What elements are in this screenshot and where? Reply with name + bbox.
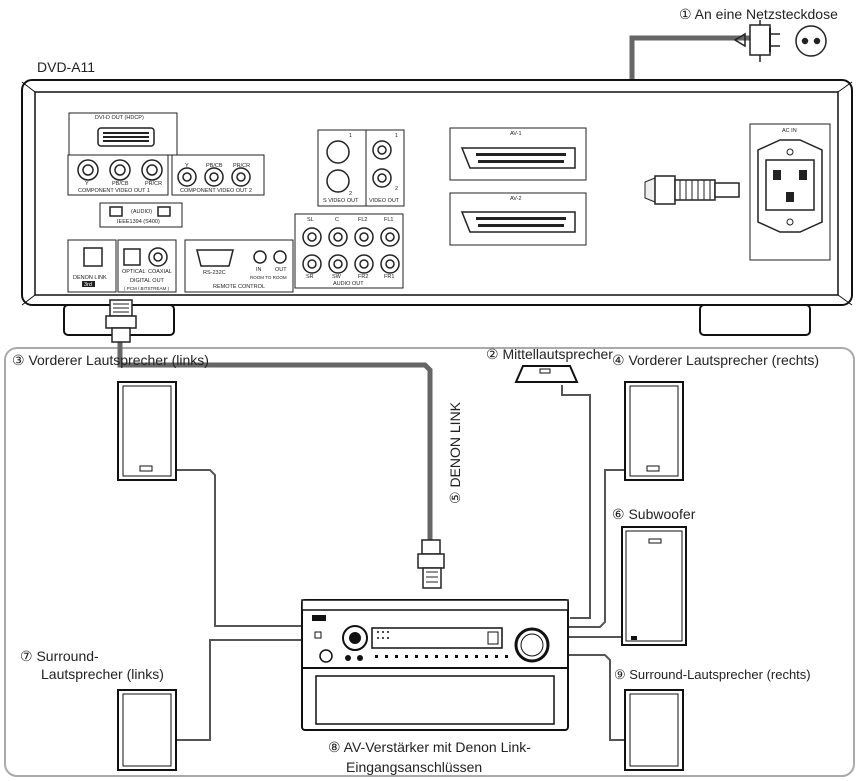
fr1-label: FR1	[384, 274, 395, 280]
front-right-label: ④ Vorderer Lautsprecher (rechts)	[612, 352, 820, 368]
sv1-label: 1	[349, 133, 353, 139]
comp2-label: COMPONENT VIDEO OUT 2	[180, 188, 252, 194]
speaker-subwoofer	[621, 526, 687, 646]
ieee-label: IEEE1394 (S400)	[117, 219, 160, 225]
pr1-label: PR/CR	[145, 181, 163, 187]
remote-label: REMOTE CONTROL	[213, 284, 265, 290]
denon-link-label: ⑤ DENON LINK	[447, 401, 463, 504]
y2-label: Y	[185, 163, 189, 169]
denon-link-plug-bottom	[417, 539, 445, 589]
sr-label: SR	[306, 274, 314, 280]
speaker-system-frame	[4, 347, 855, 777]
v2-label: 2	[395, 186, 399, 192]
wall-plug	[733, 20, 780, 62]
denon-link-panel-label: DENON LINK	[73, 275, 107, 281]
speaker-surround-left	[117, 689, 177, 771]
speaker-front-right	[624, 381, 684, 481]
dvid-label: DVI-D OUT (HDCP)	[95, 115, 144, 121]
amplifier-label-2: Eingangsanschlüssen	[346, 759, 483, 775]
amplifier-label-1: ⑧ AV-Verstärker mit Denon Link-	[328, 739, 531, 755]
surround-left-label-1: ⑦ Surround-	[20, 648, 99, 664]
denon-link-cable	[117, 340, 433, 540]
av-amplifier	[301, 599, 569, 731]
sl-label: SL	[307, 217, 314, 223]
front-left-label: ③ Vorderer Lautsprecher (links)	[12, 352, 209, 368]
pb1-label: PB/CB	[112, 181, 129, 187]
comp1-label: COMPONENT VIDEO OUT 1	[78, 188, 150, 194]
speaker-surround-right	[624, 689, 684, 771]
acin-label: AC IN	[782, 128, 797, 134]
digital-out-sub-label: ( PCM / BITSTREAM )	[124, 286, 169, 291]
center-speaker-label: ② Mittellautsprecher	[486, 346, 613, 362]
denon-link-3rd-label: 3rd	[84, 282, 92, 288]
av2-label: AV-2	[510, 196, 522, 202]
surround-right-label: ⑨ Surround-Lautsprecher (rechts)	[614, 667, 811, 682]
pr2-label: PR/CR	[233, 163, 251, 169]
sw-label: SW	[332, 274, 341, 280]
out-label: OUT	[275, 267, 287, 273]
video-label: VIDEO OUT	[369, 198, 400, 204]
fl1-label: FL1	[384, 217, 394, 223]
fl2-label: FL2	[358, 217, 368, 223]
optical-label: OPTICAL	[122, 269, 146, 275]
subwoofer-label: ⑥ Subwoofer	[612, 506, 696, 522]
device-title: DVD-A11	[37, 59, 96, 75]
power-outlet-label: ① An eine Netzsteckdose	[679, 6, 838, 22]
dvd-player	[21, 79, 853, 336]
fr2-label: FR2	[358, 274, 369, 280]
ieee-audio-label: (AUDIO)	[131, 209, 153, 215]
pb2-label: PB/CB	[206, 163, 223, 169]
speaker-center	[514, 365, 579, 383]
power-plug-connector	[644, 175, 740, 205]
svideo-label: S VIDEO OUT	[323, 198, 359, 204]
digital-out-label: DIGITAL OUT	[130, 278, 164, 284]
in-label: IN	[256, 267, 262, 273]
wall-socket	[795, 25, 827, 57]
sv2-label: 2	[349, 191, 353, 197]
surround-left-label-2: Lautsprecher (links)	[41, 666, 164, 682]
denon-link-plug-top	[105, 299, 137, 343]
speaker-front-left	[117, 381, 177, 481]
rs232c-label: RS-232C	[203, 270, 226, 276]
v1-label: 1	[395, 133, 399, 139]
room-label: ROOM TO ROOM	[250, 275, 287, 280]
c-label: C	[335, 217, 339, 223]
audio-out-label: AUDIO OUT	[333, 281, 364, 287]
coaxial-label: COAXIAL	[148, 269, 172, 275]
av1-label: AV-1	[510, 131, 522, 137]
y1-label: Y	[85, 181, 89, 187]
